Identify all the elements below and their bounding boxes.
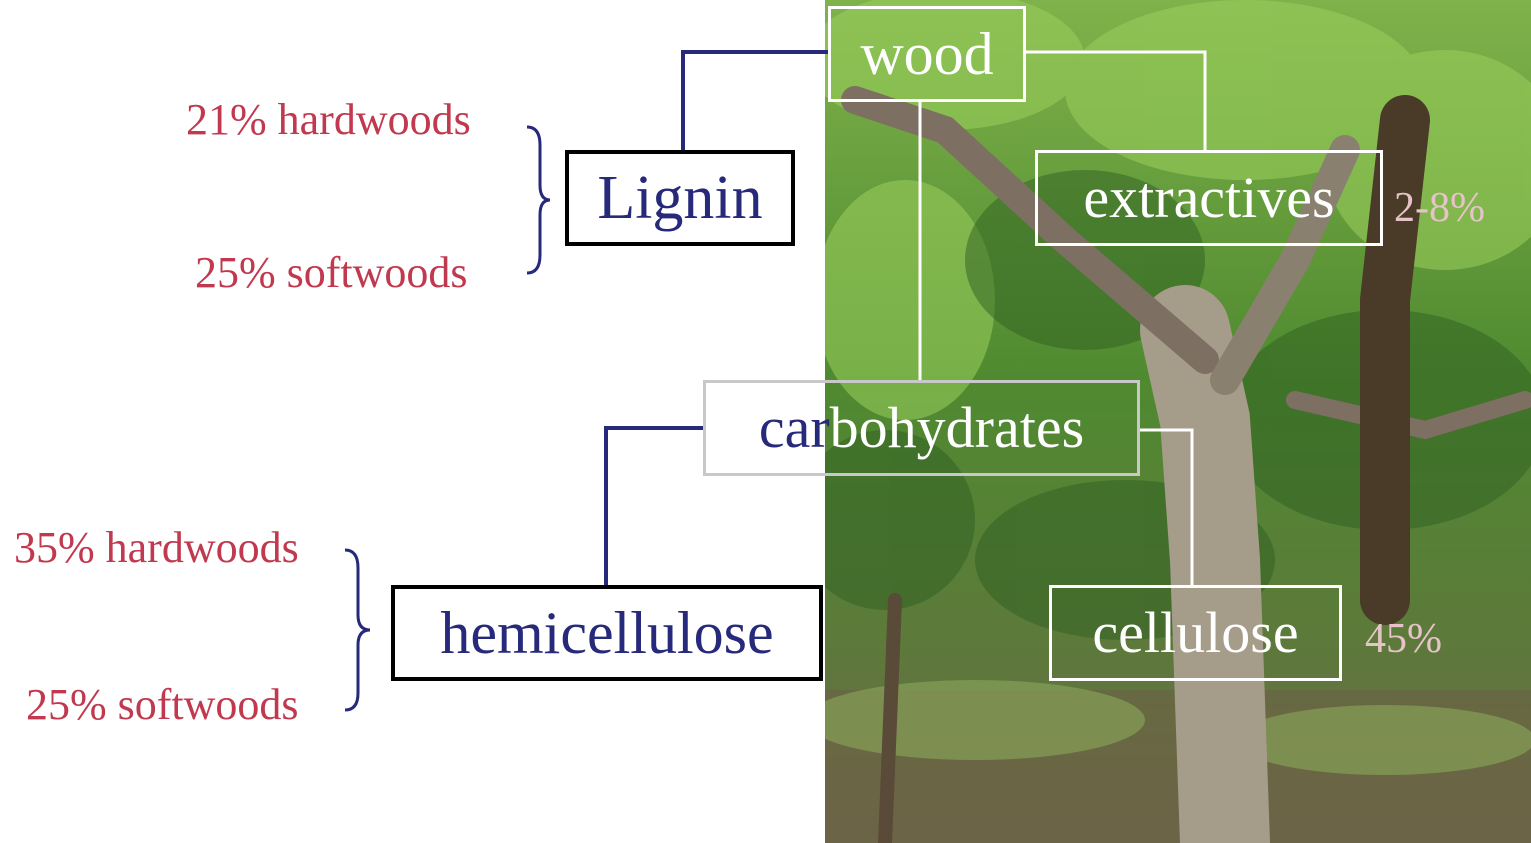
node-extractives-label: extractives [1083,169,1334,227]
lignin-hardwoods-percentage: 21% hardwoods [186,98,471,142]
connector-carbohydrates-hemicellulose [606,428,703,585]
node-hemicellulose-label: hemicellulose [440,603,773,663]
node-hemicellulose: hemicellulose [391,585,823,681]
hemicellulose-hardwoods-percentage: 35% hardwoods [14,526,299,570]
node-cellulose: cellulose [1049,585,1342,681]
hemicellulose-brace [345,550,370,710]
node-lignin-label: Lignin [597,167,762,229]
cellulose-percentage: 45% [1365,618,1442,660]
node-carbohydrates-label-left: car [759,399,830,457]
node-extractives: extractives [1035,150,1383,246]
node-carbohydrates-label-right: bohydrates [830,399,1085,457]
connector-wood-lignin [683,52,828,150]
extractives-percentage: 2-8% [1394,187,1485,229]
hemicellulose-softwoods-percentage: 25% softwoods [26,683,299,727]
lignin-brace [527,127,550,273]
node-wood: wood [828,6,1026,102]
node-wood-label: wood [860,24,993,84]
node-lignin: Lignin [565,150,795,246]
connector-wood-extractives [1026,52,1205,150]
lignin-softwoods-percentage: 25% softwoods [195,251,468,295]
connector-carbohydrates-cellulose [1140,430,1192,585]
node-cellulose-label: cellulose [1092,604,1298,662]
